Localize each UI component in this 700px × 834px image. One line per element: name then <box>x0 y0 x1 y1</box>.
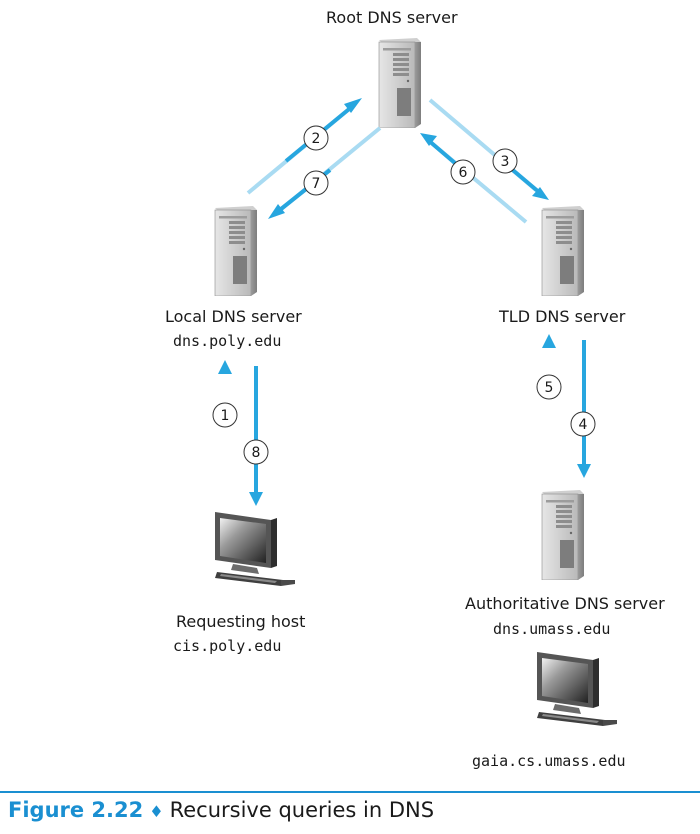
tld-server-icon <box>541 205 585 296</box>
requesting-host-computer-icon <box>215 512 295 586</box>
requesting-host-name: cis.poly.edu <box>173 637 282 655</box>
gaia-host-name: gaia.cs.umass.edu <box>472 752 626 770</box>
requesting-host-label: Requesting host <box>176 612 306 631</box>
local-server-icon <box>214 205 258 296</box>
caption-rule <box>0 791 700 793</box>
step-8-badge: 8 <box>243 439 269 465</box>
authoritative-server-label: Authoritative DNS server <box>465 594 665 613</box>
step-5-badge: 5 <box>536 374 562 400</box>
local-server-host: dns.poly.edu <box>173 332 282 350</box>
root-server-icon <box>378 37 422 128</box>
step-7-number: 7 <box>312 176 321 192</box>
step-2-badge: 2 <box>303 125 329 151</box>
step-7-badge: 7 <box>303 170 329 196</box>
step-1-number: 1 <box>221 408 230 424</box>
step-1-badge: 1 <box>212 402 238 428</box>
step-4-number: 4 <box>579 417 588 433</box>
authoritative-server-host: dns.umass.edu <box>493 620 611 638</box>
step-8-number: 8 <box>252 445 261 461</box>
step-3-number: 3 <box>501 154 510 170</box>
caption-diamond: ♦ <box>149 802 164 821</box>
figure-caption: Figure 2.22 ♦ Recursive queries in DNS <box>8 798 434 822</box>
tld-server-label: TLD DNS server <box>499 307 626 326</box>
caption-text: Recursive queries in DNS <box>169 798 435 822</box>
local-server-label: Local DNS server <box>165 307 302 326</box>
step-3-badge: 3 <box>492 148 518 174</box>
root-server-label: Root DNS server <box>326 8 458 27</box>
authoritative-server-icon <box>541 489 585 580</box>
step-5-number: 5 <box>545 380 554 396</box>
step-2-number: 2 <box>312 131 321 147</box>
step-6-number: 6 <box>459 165 468 181</box>
step-4-badge: 4 <box>570 411 596 437</box>
gaia-host-computer-icon <box>537 652 617 726</box>
figure-number: Figure 2.22 <box>8 798 144 822</box>
step-6-badge: 6 <box>450 159 476 185</box>
